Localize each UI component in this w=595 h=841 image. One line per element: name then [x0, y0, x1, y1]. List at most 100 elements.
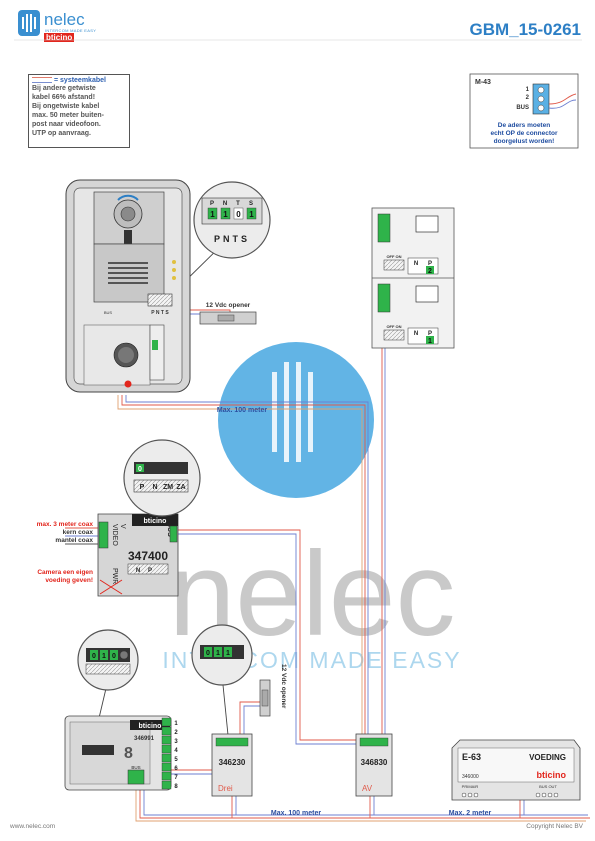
note-line-4: max. 50 meter buiten-: [32, 112, 104, 119]
m43-label: M-43: [475, 79, 491, 86]
door-bottom-terms: P N T S: [151, 310, 169, 316]
watermark: nelec INTERCOM MADE EASY: [162, 342, 460, 673]
monitor-dip-switch: [383, 329, 405, 341]
door-term-label: N: [223, 201, 227, 207]
cable-note: = systeemkabel Bij andere getwiste kabel…: [28, 74, 130, 148]
door-station: P N T S BUS: [65, 179, 191, 393]
door-term-cell: [220, 207, 231, 220]
coax-max: max. 3 meter coax: [37, 521, 94, 528]
monitor-switch-label: OFF ON: [386, 324, 401, 329]
ps-primair: PRIMAIR: [462, 784, 479, 789]
door-term-cell: [246, 207, 257, 220]
m43-connector: 1 2 BUS: [469, 73, 579, 149]
m991-model: 346991: [134, 736, 155, 742]
m230-zoom-cell: [214, 647, 222, 657]
monitor-n-label: N: [414, 261, 418, 267]
m991-terminal-label: 2: [174, 730, 178, 736]
m991-terminal-label: 6: [174, 766, 178, 772]
ps-model: 346000: [462, 774, 479, 780]
vi-term-label: ZA: [176, 484, 185, 491]
m43-note-1: De aders moeten: [497, 122, 551, 129]
m991-zoom-cell: [100, 650, 108, 660]
door-term-value: 1: [249, 210, 254, 219]
door-term-label: T: [236, 201, 240, 207]
m991-terminal: [161, 753, 172, 763]
monitor-p-label: P: [428, 331, 432, 337]
monitor-p-value: 1: [428, 338, 432, 345]
document-code: GBM_15-0261: [469, 20, 581, 39]
m230-zoom-value: 1: [216, 650, 220, 657]
monitor-bus-terminal: [377, 213, 391, 243]
system-cable-swatch: [32, 77, 52, 84]
m991-terminal: [161, 771, 172, 781]
wires: [65, 234, 590, 822]
opener-top-label: 12 Vdc opener: [206, 302, 251, 309]
monitor-dip-switch: [383, 259, 405, 271]
note-line-5: post naar videofoon.: [32, 121, 101, 128]
m991-terminal: [161, 735, 172, 745]
door-term-row: PNTS: [214, 234, 250, 244]
ps-bus-out: BUS OUT: [539, 784, 557, 789]
door-term-value: 1: [223, 210, 228, 219]
monitor-p-label: P: [428, 261, 432, 267]
vi-setting-value: 0: [138, 466, 142, 473]
svg-text:8: 8: [124, 745, 133, 762]
m991-terminal: [161, 717, 172, 727]
m991-terminal-label: 8: [174, 784, 178, 790]
monitor-n-label: N: [414, 331, 418, 337]
door-term-label: S: [249, 201, 253, 207]
video-interface-347400: bticino 347400 VIDEO V BUS PWR N P: [97, 513, 179, 597]
ps-code: E-63: [462, 752, 481, 762]
vi-model: 347400: [128, 549, 168, 563]
vi-p-label: P: [148, 568, 152, 574]
m230-zoom-value: 0: [206, 650, 210, 657]
opener-mid: 12 Vdc opener: [259, 664, 287, 717]
m230-zoom-cell: [224, 647, 232, 657]
footer-copyright: Copyright Nelec BV: [526, 823, 583, 830]
m991-zoom-value: 1: [102, 653, 106, 660]
m991-terminal-label: 3: [174, 739, 178, 745]
coax-core: kern coax: [63, 529, 94, 536]
door-bus-label: BUS: [104, 310, 113, 315]
m43-term-2: 2: [526, 95, 530, 101]
module-346830: 346830 AV: [355, 733, 393, 797]
power-supply-e63: E-63 VOEDING 346000 bticino PRIMAIR BUS …: [451, 739, 581, 801]
note-line-2: kabel 66% afstand!: [32, 94, 96, 101]
vi-brand: bticino: [144, 518, 167, 525]
door-term-value: 1: [210, 210, 215, 219]
monitor-switch-label: OFF ON: [386, 254, 401, 259]
vi-bus-label: BUS: [166, 522, 173, 537]
m43-term-bus: BUS: [516, 105, 529, 111]
m991-bus: BUS: [131, 765, 140, 770]
distance-bottom-right: Max. 2 meter: [449, 810, 492, 817]
ps-label: VOEDING: [529, 753, 566, 762]
m991-terminal-label: 7: [174, 775, 178, 781]
nelec-logo-icon: [18, 10, 40, 36]
m991-terminal: [161, 726, 172, 736]
vi-v-label: V: [119, 524, 126, 529]
distance-top: Max. 100 meter: [217, 407, 267, 414]
m830-label: AV: [362, 784, 373, 793]
ps-brand: bticino: [537, 770, 567, 780]
m991-terminal: [161, 780, 172, 790]
m230-label: Drei: [218, 784, 233, 793]
vi-pwr-label: PWR: [111, 568, 118, 584]
door-term-cell: [233, 207, 244, 220]
door-term-label: P: [210, 201, 214, 207]
m43-note: De aders moeten echt OP de connector doo…: [474, 122, 574, 146]
m230-model: 346230: [219, 758, 246, 767]
logo-brand: bticino: [44, 33, 75, 42]
camera-note-1: Camera een eigen: [37, 569, 93, 576]
note-line-3: Bij ongetwiste kabel: [32, 103, 100, 110]
monitor-screen-icon: [415, 285, 439, 303]
m991-zoom-cell: [90, 650, 98, 660]
opener-top: 12 Vdc opener: [199, 302, 257, 325]
vi-n-label: N: [136, 568, 140, 574]
vi-video-label: VIDEO: [111, 524, 118, 546]
m991-zoom-value: 0: [92, 653, 96, 660]
